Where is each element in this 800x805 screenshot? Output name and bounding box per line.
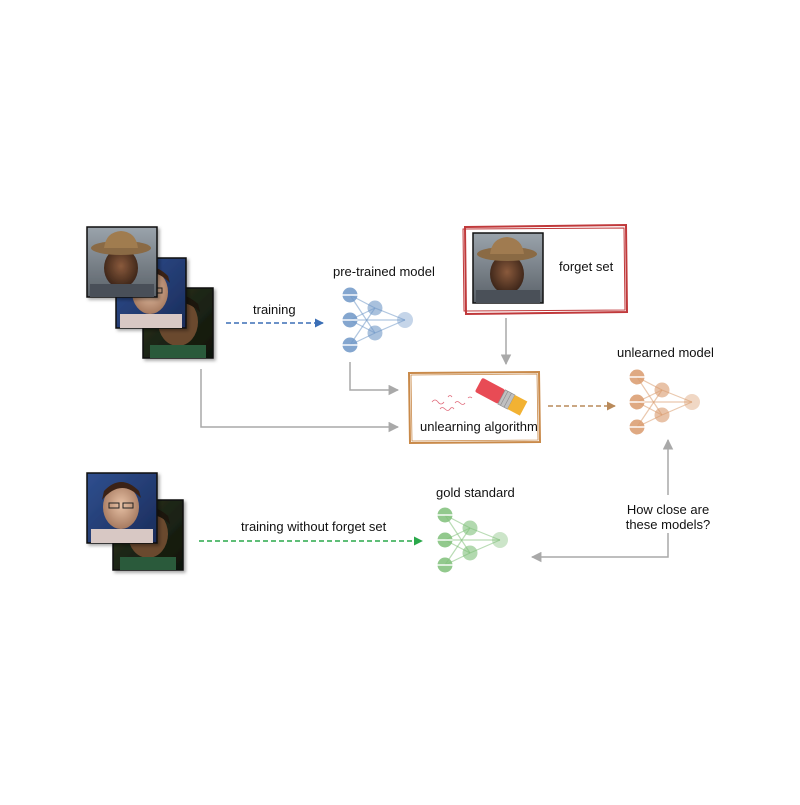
how-close-line-1: How close are [626, 502, 710, 517]
unlearned-model-label: unlearned model [617, 345, 714, 360]
unlearned-net-node [654, 382, 670, 398]
gold-standard-label: gold standard [436, 485, 515, 500]
unlearned-net-node [684, 394, 700, 410]
pretrained-net-node-highlight [342, 344, 358, 346]
forget-set-label: forget set [559, 259, 614, 274]
unlearned-model-network [629, 369, 700, 435]
unlearned-net-node-highlight [629, 376, 645, 378]
pretrained-to-algorithm-arrow [349, 362, 400, 396]
unlearned-net-node-highlight [629, 426, 645, 428]
forget-set-box [462, 223, 629, 316]
gold-net-node [462, 545, 478, 561]
how-close-label: How close are these models? [614, 502, 722, 532]
training-set-photos [86, 226, 214, 359]
unlearning-algorithm-label: unlearning algorithm [420, 419, 538, 434]
gold-net-node-highlight [437, 539, 453, 541]
pretrained-model-network [342, 287, 413, 353]
gold-net-node [462, 520, 478, 536]
unlearned-net-node-highlight [629, 401, 645, 403]
pretrained-net-node-highlight [342, 319, 358, 321]
photo-glasses-person-retain [86, 472, 158, 544]
pretrained-net-node [367, 300, 383, 316]
pretrained-net-node [397, 312, 413, 328]
dataset-to-algorithm-arrow [200, 369, 400, 433]
unlearning-algorithm-box [407, 370, 542, 445]
pretrained-net-node-highlight [342, 294, 358, 296]
gold-net-node-highlight [437, 514, 453, 516]
comparison-arrow [530, 533, 669, 563]
gold-standard-network [437, 507, 508, 573]
training-label: training [253, 302, 296, 317]
pretrained-model-label: pre-trained model [333, 264, 435, 279]
photo-hat-person [86, 226, 158, 298]
photo-hat-person-forget [472, 232, 544, 304]
pencil-eraser-icon [475, 378, 528, 416]
gold-net-node [492, 532, 508, 548]
pretrained-net-node [367, 325, 383, 341]
eraser-scribbles [431, 395, 473, 411]
unlearned-net-node [654, 407, 670, 423]
gold-net-node-highlight [437, 564, 453, 566]
training-without-forget-label: training without forget set [241, 519, 387, 534]
retain-set-photos [86, 472, 184, 571]
how-close-line-2: these models? [625, 517, 711, 532]
arrows [199, 318, 674, 563]
